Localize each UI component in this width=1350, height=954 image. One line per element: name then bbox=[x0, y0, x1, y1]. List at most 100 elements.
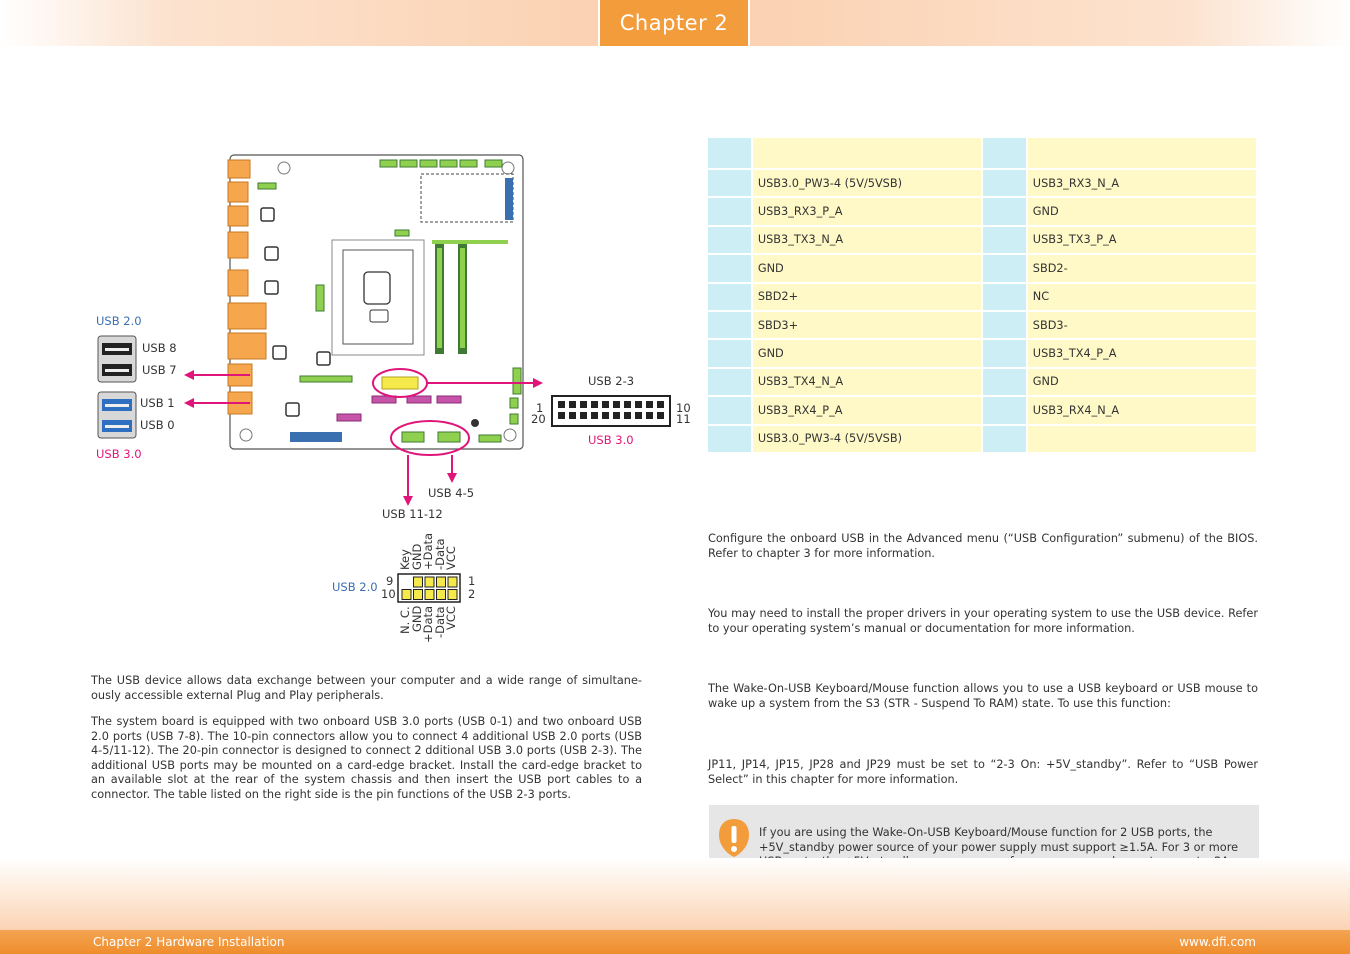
connector-pin bbox=[602, 412, 609, 419]
connector-pin bbox=[602, 401, 609, 408]
connector-pin bbox=[447, 576, 458, 588]
usb8-label: USB 8 bbox=[142, 341, 177, 355]
pin-function-cell: USB3.0_PW3-4 (5V/5VSB) bbox=[752, 170, 983, 199]
pin-number-cell bbox=[982, 255, 1028, 284]
pin-function-cell: SBD2+ bbox=[752, 283, 983, 312]
usb1112-label: USB 11-12 bbox=[382, 507, 443, 521]
pin-number-cell bbox=[708, 283, 753, 312]
pin-number-cell bbox=[708, 255, 753, 284]
pin-number-cell bbox=[982, 368, 1028, 398]
connector-pin bbox=[436, 576, 446, 588]
connector-pin bbox=[591, 412, 598, 419]
bios-setting-text: Configure the onboard USB in the Advance… bbox=[708, 532, 1258, 560]
pin-function-cell bbox=[1027, 138, 1258, 170]
pin-function-cell: GND bbox=[752, 255, 983, 284]
usb7-label: USB 7 bbox=[142, 363, 177, 377]
pin-table-row: USB3_RX3_P_A GND bbox=[708, 198, 1258, 227]
connector-pin bbox=[624, 401, 631, 408]
connector-pin bbox=[635, 412, 642, 419]
pin-function-cell: USB3_RX3_P_A bbox=[752, 198, 983, 227]
usb0-label: USB 0 bbox=[140, 418, 175, 432]
connector-pin bbox=[657, 412, 664, 419]
connector-pin bbox=[569, 412, 576, 419]
description-paragraph: The system board is equipped with two on… bbox=[91, 715, 642, 801]
pin-table-row: SBD2+ NC bbox=[708, 283, 1258, 312]
pin-table-row bbox=[708, 138, 1258, 170]
pin-number-cell bbox=[708, 311, 753, 341]
pin-table-row: USB3.0_PW3-4 (5V/5VSB) bbox=[708, 425, 1258, 454]
connector-pin bbox=[613, 401, 620, 408]
pin-function-cell: USB3_TX3_N_A bbox=[752, 226, 983, 256]
pin-function-cell: GND bbox=[1027, 368, 1258, 398]
footer-band bbox=[0, 858, 1350, 930]
connector-pin bbox=[447, 589, 458, 600]
chapter-tab[interactable]: Chapter 2 bbox=[598, 0, 750, 46]
footer-website-link[interactable]: www.dfi.com bbox=[1179, 935, 1256, 949]
connector-pin bbox=[558, 412, 565, 419]
pin-number-cell bbox=[708, 170, 753, 199]
connector-pin bbox=[580, 401, 587, 408]
pin-number-cell bbox=[982, 226, 1028, 256]
pin-function-cell: USB3.0_PW3-4 (5V/5VSB) bbox=[752, 425, 983, 454]
jumper-setting-text: JP11, JP14, JP15, JP28 and JP29 must be … bbox=[708, 758, 1258, 786]
connector-pin bbox=[646, 401, 653, 408]
usb3-connector-title: USB 3.0 bbox=[588, 433, 634, 447]
connector-pin bbox=[635, 401, 642, 408]
pin-table-row: USB3_TX3_N_A USB3_TX3_P_A bbox=[708, 226, 1258, 256]
warning-icon bbox=[719, 819, 749, 857]
connector-pin bbox=[646, 412, 653, 419]
pin-function-cell bbox=[752, 138, 983, 170]
pin-table-row: USB3_TX4_N_A GND bbox=[708, 368, 1258, 398]
pin-function-cell: USB3_RX4_N_A bbox=[1027, 397, 1258, 426]
connector-pin bbox=[624, 412, 631, 419]
usb2-connector-title: USB 2.0 bbox=[332, 580, 378, 594]
connector-pin bbox=[613, 412, 620, 419]
rear-usb2-port bbox=[97, 335, 137, 383]
pin-number-cell bbox=[982, 397, 1028, 426]
pin-number-cell bbox=[982, 425, 1028, 454]
intro-paragraph: The USB device allows data exchange betw… bbox=[91, 674, 642, 702]
rear-usb3-port bbox=[97, 391, 137, 439]
usb23-label: USB 2-3 bbox=[588, 374, 635, 388]
footer-chapter-title: Chapter 2 Hardware Installation bbox=[93, 935, 285, 949]
connector-pin bbox=[580, 412, 587, 419]
pin-function-cell: USB3_RX4_P_A bbox=[752, 397, 983, 426]
pin-number-cell bbox=[982, 138, 1028, 170]
footer-bar bbox=[0, 930, 1350, 954]
top-pin-label: VCC bbox=[444, 546, 458, 570]
connector-pin bbox=[558, 401, 565, 408]
pin-number-cell bbox=[708, 138, 753, 170]
connector-pin bbox=[424, 589, 435, 600]
pin-function-cell: USB3_TX3_P_A bbox=[1027, 226, 1258, 256]
wake-on-usb-text: The Wake-On-USB Keyboard/Mouse function … bbox=[708, 682, 1258, 710]
pin-function-cell bbox=[1027, 425, 1258, 454]
pin-table-row: GND SBD2- bbox=[708, 255, 1258, 284]
driver-install-text: You may need to install the proper drive… bbox=[708, 607, 1258, 635]
connector-pin bbox=[591, 401, 598, 408]
pin-number-cell bbox=[982, 283, 1028, 312]
pin-function-cell: GND bbox=[1027, 198, 1258, 227]
pin-function-cell: NC bbox=[1027, 283, 1258, 312]
connector-pin bbox=[413, 576, 423, 588]
usb45-label: USB 4-5 bbox=[428, 486, 475, 500]
pin-function-cell: SBD3+ bbox=[752, 311, 983, 341]
rear-usb2-title: USB 2.0 bbox=[96, 314, 142, 328]
connector-pin bbox=[413, 589, 423, 600]
pin-function-cell: USB3_TX4_P_A bbox=[1027, 340, 1258, 369]
pin-number-cell bbox=[982, 340, 1028, 369]
pin-number-cell bbox=[708, 198, 753, 227]
pin-number-cell bbox=[982, 311, 1028, 341]
conn10-pin2: 2 bbox=[468, 587, 476, 601]
pin-number-cell bbox=[708, 368, 753, 398]
board-diagram: USB 2.0 USB 8 USB 7 USB 1 USB 0 USB 3.0 … bbox=[80, 150, 700, 643]
pin-number-cell bbox=[982, 198, 1028, 227]
pin-number-cell bbox=[982, 170, 1028, 199]
conn20-pin11: 11 bbox=[676, 412, 691, 426]
pin-function-cell: USB3_TX4_N_A bbox=[752, 368, 983, 398]
rear-usb3-title: USB 3.0 bbox=[96, 447, 142, 461]
pin-function-cell: SBD2- bbox=[1027, 255, 1258, 284]
bottom-pin-label: VCC bbox=[444, 606, 458, 630]
connector-pin bbox=[401, 589, 412, 600]
